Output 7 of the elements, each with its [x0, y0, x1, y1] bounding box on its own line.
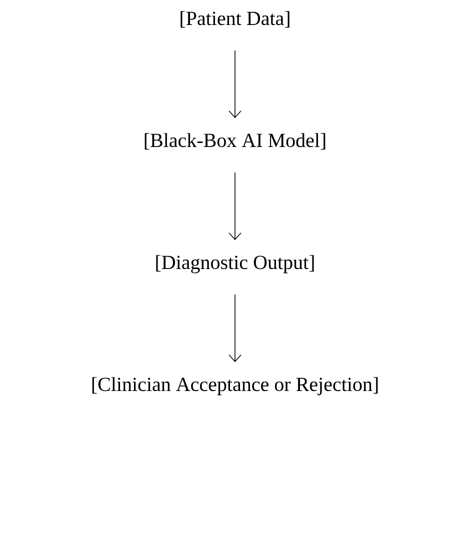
text-label: [Patient Data] [180, 11, 290, 28]
text-label: [Diagnostic Output] [156, 255, 314, 274]
text-label: [Black-Box AI Model] [144, 133, 326, 150]
arrow [228, 294, 242, 362]
arrow [228, 172, 242, 240]
text-label: [Clinician Acceptance or Rejection] [92, 377, 378, 396]
arrow [228, 50, 242, 118]
